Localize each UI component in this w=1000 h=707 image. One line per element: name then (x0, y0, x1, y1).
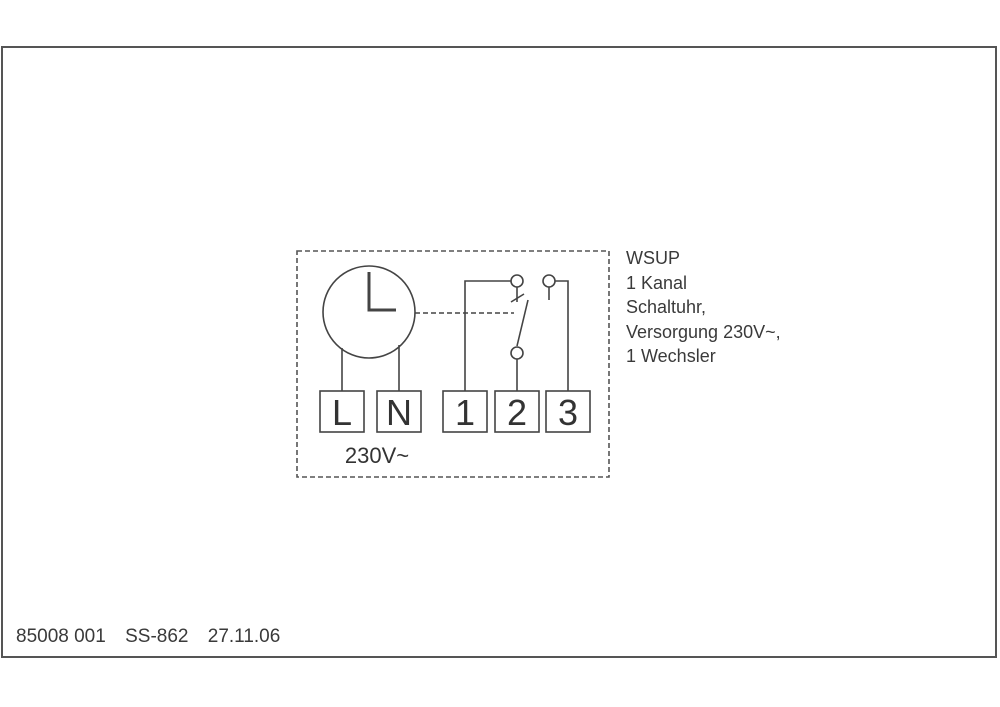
terminal-1: 1 (442, 390, 488, 433)
terminal-2-label: 2 (507, 392, 527, 433)
description-line: 1 Kanal (626, 272, 688, 293)
clock-symbol (322, 265, 416, 359)
terminal-L: L (319, 390, 365, 433)
description-line: 1 Wechsler (626, 346, 716, 366)
device-housing-outline (296, 250, 610, 478)
part-number: 85008 001 (16, 626, 106, 647)
terminal-N: N (376, 390, 422, 433)
drawing-date: 27.11.06 (207, 626, 281, 647)
terminal-3-label: 3 (558, 392, 578, 433)
terminal-3: 3 (545, 390, 591, 433)
terminal-L-label: L (332, 392, 352, 433)
device-description: WSUP 1 Kanal Schaltuhr, Versorgung 230V~… (626, 246, 781, 369)
drawing-footer: 85008 001 SS-862 27.11.06 (16, 626, 294, 648)
drawing-frame (1, 46, 997, 658)
description-line: Versorgung 230V~, (626, 321, 781, 342)
terminal-2: 2 (494, 390, 540, 433)
device-title: WSUP (626, 248, 680, 268)
drawing-code: SS-862 (125, 626, 189, 647)
terminal-N-label: N (386, 392, 412, 433)
changeover-contact (464, 274, 569, 391)
description-line: Schaltuhr, (626, 297, 707, 317)
terminal-1-label: 1 (455, 392, 475, 433)
supply-voltage-label: 230V~ (345, 443, 409, 468)
